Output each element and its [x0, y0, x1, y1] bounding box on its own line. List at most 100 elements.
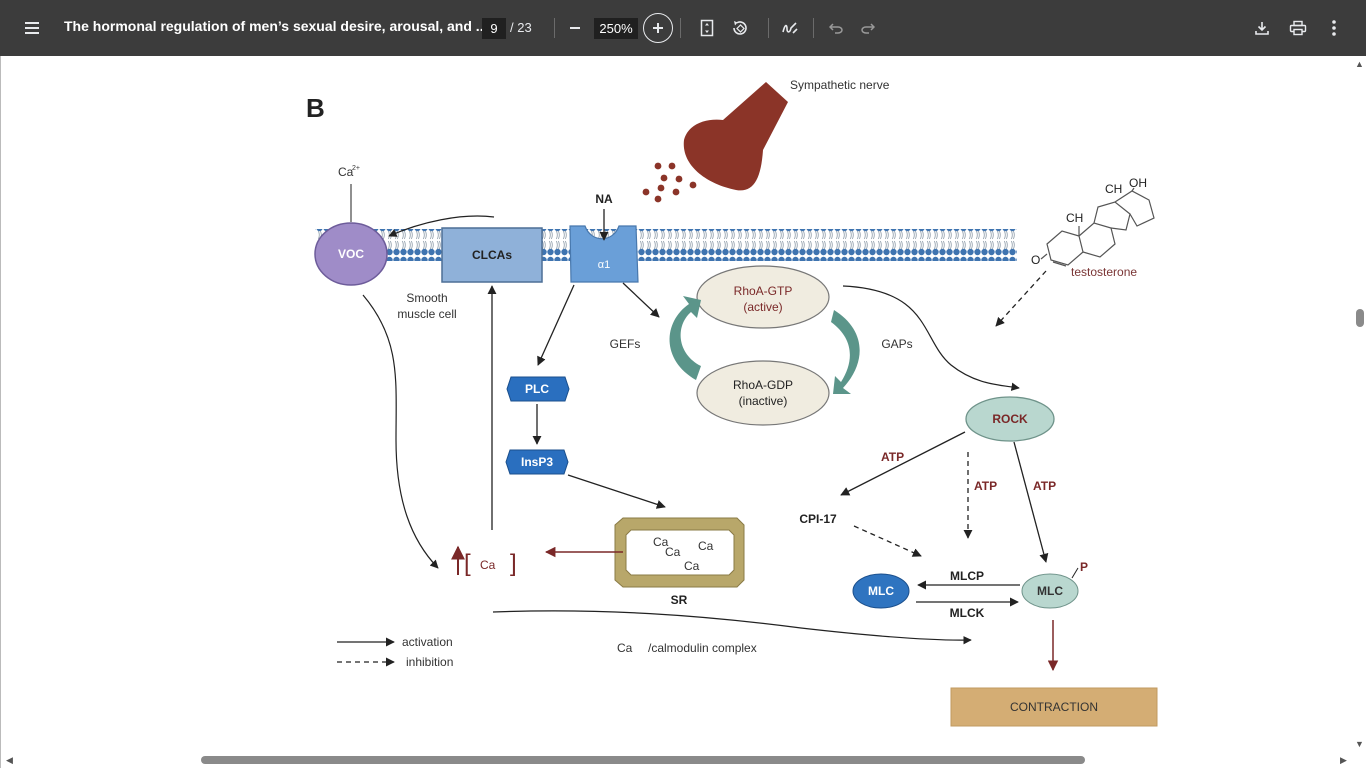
rock-node — [965, 396, 1055, 442]
minus-icon[interactable] — [559, 12, 591, 44]
atp-label-1: ATP — [881, 450, 904, 464]
scroll-left-icon[interactable]: ◀ — [6, 755, 13, 765]
voc-channel — [314, 222, 388, 286]
scroll-down-icon[interactable]: ▼ — [1355, 739, 1364, 749]
oh-label: OH — [1129, 176, 1147, 190]
alpha1-to-plc-arrow — [537, 284, 575, 366]
plus-icon[interactable] — [643, 13, 673, 43]
ca-bracket-right: ] — [510, 550, 517, 577]
toolbar-divider — [813, 18, 814, 38]
redo-icon[interactable] — [852, 12, 884, 44]
hamburger-icon[interactable] — [16, 12, 48, 44]
diagram-figure: B Sympathetic nerve Ca 2+ VOC CLCAs α1 N… — [306, 78, 1158, 727]
toolbar-divider — [680, 18, 681, 38]
sr-lumen — [625, 529, 735, 576]
undo-icon[interactable] — [820, 12, 852, 44]
voc-label: VOC — [338, 247, 364, 261]
toolbar-divider — [554, 18, 555, 38]
cpi17-inhibit-arrow — [853, 525, 922, 557]
gef-cycle-arrow — [669, 296, 701, 380]
annotate-icon[interactable] — [774, 12, 806, 44]
clcas-label: CLCAs — [472, 248, 512, 262]
rhoa-gdp-label-2: (inactive) — [739, 394, 788, 408]
smooth-muscle-label-1: Smooth — [406, 291, 447, 305]
vertical-scroll-thumb[interactable] — [1356, 309, 1364, 327]
rock-to-mlc-arrow — [1013, 441, 1049, 563]
smooth-muscle-label-2: muscle cell — [397, 307, 456, 321]
sr-label: SR — [671, 593, 688, 607]
pdf-toolbar: The hormonal regulation of men’s sexual … — [0, 0, 1366, 56]
horizontal-scroll-thumb[interactable] — [201, 756, 1085, 764]
panel-label: B — [306, 93, 325, 123]
rhoa-gtp-node — [696, 265, 830, 329]
print-icon[interactable] — [1282, 12, 1314, 44]
clcas-channel — [441, 227, 543, 283]
insp3-to-sr-arrow — [567, 474, 666, 509]
mlc-right-label: MLC — [1037, 584, 1063, 598]
document-title: The hormonal regulation of men’s sexual … — [64, 18, 488, 34]
mlc-right-node — [1021, 573, 1079, 609]
gefs-label: GEFs — [610, 337, 641, 351]
rhoa-gtp-label-2: (active) — [743, 300, 782, 314]
scroll-right-icon[interactable]: ▶ — [1340, 755, 1347, 765]
testosterone-structure — [1040, 187, 1155, 267]
mlck-label: MLCK — [950, 606, 985, 620]
atp-label-2: ATP — [974, 479, 997, 493]
scroll-up-icon[interactable]: ▲ — [1355, 59, 1364, 69]
ca-bracket-left: [ — [464, 550, 471, 577]
alpha1-to-rhoa-arrow — [622, 282, 660, 318]
page-number-input[interactable]: 9 — [482, 18, 506, 39]
sr-ca-3: Ca — [665, 545, 681, 559]
mlc-left-node — [852, 573, 910, 609]
na-label: NA — [595, 192, 613, 206]
gap-cycle-arrow — [831, 310, 860, 394]
rock-to-cpi17-arrow — [840, 431, 966, 496]
testosterone-inhibition-arrow — [995, 270, 1047, 327]
mlcp-label: MLCP — [950, 569, 984, 583]
ch3-label-a: CH — [1105, 182, 1122, 196]
sympathetic-nerve-label: Sympathetic nerve — [790, 78, 890, 92]
document-viewer[interactable]: B Sympathetic nerve Ca 2+ VOC CLCAs α1 N… — [0, 56, 1366, 768]
ca-bracket-label: Ca — [480, 558, 496, 572]
insp3-node — [505, 449, 569, 475]
contraction-label: CONTRACTION — [1010, 700, 1098, 714]
plc-node — [506, 376, 570, 402]
calmodulin-ca-label: Ca — [617, 641, 633, 655]
more-vert-icon[interactable] — [1318, 12, 1350, 44]
cell-membrane — [315, 229, 1017, 261]
rhoa-to-rock-arrow — [842, 285, 1020, 391]
testosterone-label: testosterone — [1071, 265, 1137, 279]
sr-ca-2: Ca — [698, 539, 714, 553]
ca-top-label: Ca — [338, 165, 354, 179]
sympathetic-nerve-terminal — [683, 82, 788, 191]
cpi17-label: CPI-17 — [799, 512, 837, 526]
phosphate-bond — [1071, 567, 1079, 579]
rhoa-gdp-node — [696, 360, 830, 426]
mlc-left-label: MLC — [868, 584, 894, 598]
download-icon[interactable] — [1246, 12, 1278, 44]
clcas-to-voc-arrow — [388, 215, 495, 237]
fit-page-icon[interactable] — [691, 12, 723, 44]
insp3-label: InsP3 — [521, 455, 553, 469]
ketone-o-label: O — [1031, 253, 1040, 267]
voc-to-ca-arrow — [362, 294, 439, 569]
ch3-label-b: CH — [1066, 211, 1083, 225]
legend-inhibition-label: inhibition — [406, 655, 453, 669]
neurotransmitter-dots — [642, 162, 697, 203]
zoom-input[interactable]: 250% — [594, 18, 638, 39]
page-total: / 23 — [510, 20, 532, 35]
gaps-label: GAPs — [881, 337, 912, 351]
rhoa-gtp-label-1: RhoA-GTP — [734, 284, 793, 298]
alpha1-label: α1 — [598, 259, 610, 271]
rotate-icon[interactable] — [724, 12, 756, 44]
rock-label: ROCK — [992, 412, 1028, 426]
atp-label-3: ATP — [1033, 479, 1056, 493]
legend-activation-label: activation — [402, 635, 453, 649]
contraction-box — [950, 687, 1158, 727]
rhoa-gdp-label-1: RhoA-GDP — [733, 378, 793, 392]
phosphate-label: P — [1080, 560, 1088, 574]
vertical-scrollbar[interactable] — [1351, 56, 1366, 753]
calmodulin-arrow — [492, 610, 972, 645]
toolbar-divider — [768, 18, 769, 38]
ca-top-superscript: 2+ — [352, 165, 360, 172]
